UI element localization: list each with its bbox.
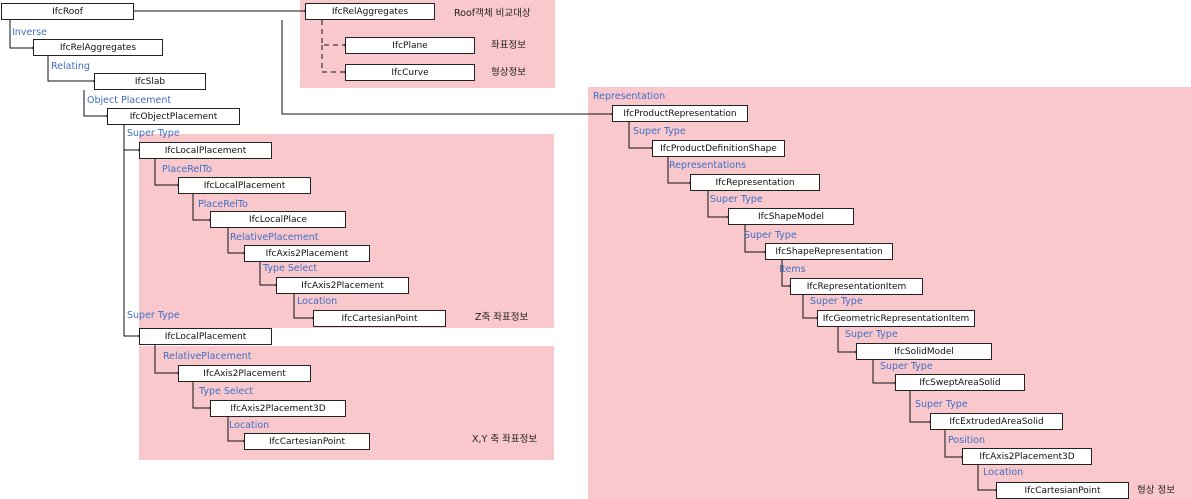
node-localplacement-3: IfcLocalPlacement	[139, 328, 272, 345]
node-sweptareasolid: IfcSweptAreaSolid	[895, 374, 1025, 391]
relation-location-1: Location	[297, 296, 338, 307]
node-localplace: IfcLocalPlace	[210, 211, 346, 228]
node-axis2placement3d-a: IfcAxis2Placement3D	[210, 400, 346, 417]
node-ifcobjectplacement: IfcObjectPlacement	[107, 108, 240, 125]
relation-representations: Representations	[669, 160, 747, 171]
note-coordinate-info: 좌표정보	[491, 40, 526, 51]
relation-type-select-1: Type Select	[263, 263, 318, 274]
node-relaggregates-top: IfcRelAggregates	[305, 3, 435, 20]
note-z-coordinate-info: Z축 좌표정보	[475, 312, 529, 323]
relation-inverse: Inverse	[12, 27, 47, 38]
relation-placerelto-1: PlaceRelTo	[162, 164, 212, 175]
node-localplacement-2: IfcLocalPlacement	[178, 177, 311, 194]
node-axis2placement3d-b: IfcAxis2Placement3D	[962, 448, 1092, 465]
relation-super-type-2: Super Type	[127, 310, 180, 321]
node-extrudedareasolid: IfcExtrudedAreaSolid	[930, 413, 1063, 430]
node-shapemodel: IfcShapeModel	[728, 208, 854, 225]
node-localplacement-1: IfcLocalPlacement	[139, 142, 272, 159]
node-solidmodel: IfcSolidModel	[856, 343, 992, 360]
note-shape-info-bottom: 형상 정보	[1137, 485, 1175, 496]
relation-super-type-r5: Super Type	[845, 329, 898, 340]
node-representation: IfcRepresentation	[690, 174, 820, 191]
relation-super-type-r2: Super Type	[710, 194, 763, 205]
node-relaggregates: IfcRelAggregates	[33, 39, 163, 56]
relation-location-r: Location	[983, 467, 1024, 478]
node-cartesianpoint-z: IfcCartesianPoint	[313, 310, 446, 327]
node-ifcroof: IfcRoof	[1, 3, 134, 20]
relation-super-type-r1: Super Type	[633, 126, 686, 137]
node-axis2placement-b: IfcAxis2Placement	[276, 277, 409, 294]
node-ifcslab: IfcSlab	[94, 73, 206, 90]
node-ifccurve: IfcCurve	[345, 64, 475, 81]
relation-relating: Relating	[51, 61, 90, 72]
relation-type-select-2: Type Select	[199, 386, 254, 397]
region-z-coordinate	[139, 134, 554, 328]
node-axis2placement-a: IfcAxis2Placement	[244, 245, 370, 262]
node-cartesianpoint-shape: IfcCartesianPoint	[996, 482, 1129, 499]
node-representationitem: IfcRepresentationItem	[790, 278, 923, 295]
relation-items: Items	[779, 264, 806, 275]
relation-super-type-r6: Super Type	[880, 361, 933, 372]
node-geometricrepresentationitem: IfcGeometricRepresentationItem	[817, 310, 975, 327]
relation-relativeplacement-2: RelativePlacement	[163, 351, 252, 362]
node-shaperepresentation: IfcShapeRepresentation	[765, 243, 893, 260]
relation-super-type-r3: Super Type	[744, 230, 797, 241]
relation-super-type-1: Super Type	[127, 128, 180, 139]
note-roof-compare: Roof객체 비교대상	[454, 8, 531, 19]
node-axis2placement-c: IfcAxis2Placement	[178, 365, 311, 382]
relation-location-2: Location	[229, 420, 270, 431]
node-ifcplane: IfcPlane	[345, 37, 475, 54]
relation-position: Position	[948, 435, 985, 446]
relation-representation: Representation	[593, 91, 666, 102]
relation-super-type-r7: Super Type	[915, 399, 968, 410]
relation-object-placement: Object Placement	[87, 95, 172, 106]
note-shape-info-top: 형상정보	[491, 67, 526, 78]
node-productrepresentation: IfcProductRepresentation	[612, 105, 748, 122]
node-cartesianpoint-xy: IfcCartesianPoint	[244, 433, 370, 450]
note-xy-coordinate-info: X,Y 축 좌표정보	[472, 434, 538, 445]
node-productdefinitionshape: IfcProductDefinitionShape	[652, 140, 785, 157]
relation-relativeplacement-1: RelativePlacement	[230, 232, 319, 243]
relation-super-type-r4: Super Type	[810, 296, 863, 307]
relation-placerelto-2: PlaceRelTo	[198, 199, 248, 210]
